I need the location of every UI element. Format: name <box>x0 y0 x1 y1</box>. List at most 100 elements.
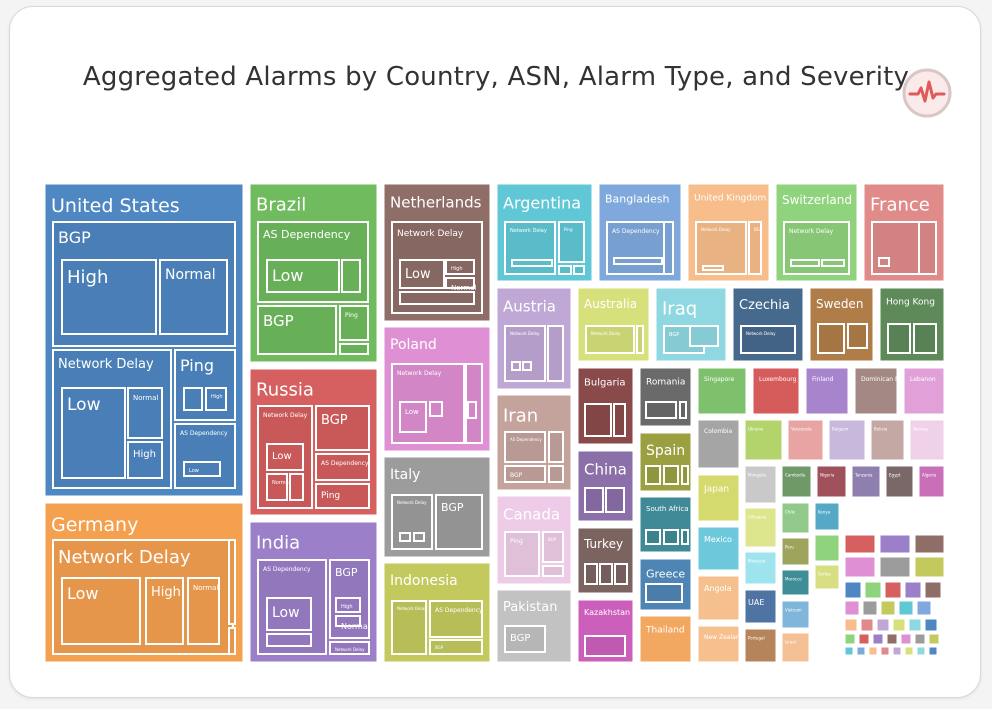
tile-small-30[interactable] <box>928 646 938 656</box>
tile-small-35[interactable] <box>844 556 876 578</box>
tile-small-33[interactable] <box>879 534 911 554</box>
tile-brazil-box-2[interactable] <box>341 259 361 293</box>
tile-italy-box-3[interactable] <box>435 494 483 550</box>
tile-small-6[interactable] <box>862 600 878 616</box>
tile-turkey-box-2[interactable] <box>614 563 628 585</box>
tile-small-27[interactable] <box>892 646 902 656</box>
tile-small-12[interactable] <box>876 618 890 632</box>
tile-netherlands-box-4[interactable] <box>399 291 475 305</box>
tile-small-1[interactable] <box>864 581 882 599</box>
tile-small-5[interactable] <box>844 600 860 616</box>
tile-switzerland-box-2[interactable] <box>821 259 845 267</box>
tile-bulgaria-box-0[interactable] <box>584 403 612 437</box>
tile-greece-box-0[interactable] <box>645 583 683 603</box>
tile-argentina-box-4[interactable] <box>511 259 553 267</box>
tile-small-3[interactable] <box>904 581 922 599</box>
tile-argentina-box-3[interactable] <box>573 265 585 275</box>
tile-kenya[interactable] <box>814 502 840 531</box>
tile-indonesia-box-2[interactable] <box>429 639 483 655</box>
tile-poland-box-1[interactable] <box>399 401 427 433</box>
tile-austria-box-3[interactable] <box>547 325 564 382</box>
tile-peru[interactable] <box>781 537 810 566</box>
tile-czechia-box-0[interactable] <box>740 325 796 354</box>
tile-russia-box-4[interactable] <box>315 405 370 451</box>
tile-united-states-box-1[interactable] <box>61 259 157 335</box>
tile-small-28[interactable] <box>904 646 914 656</box>
tile-canada-box-0[interactable] <box>504 531 540 577</box>
tile-poland-box-4[interactable] <box>467 401 477 419</box>
tile-iran-box-3[interactable] <box>548 465 564 483</box>
tile-small-22[interactable] <box>928 633 940 645</box>
tile-netherlands-box-2[interactable] <box>445 259 475 275</box>
tile-india-box-2[interactable] <box>266 633 312 647</box>
tile-iran-box-0[interactable] <box>504 431 546 463</box>
tile-small-23[interactable] <box>844 646 854 656</box>
tile-turkey-box-0[interactable] <box>584 563 598 585</box>
tile-canada-box-2[interactable] <box>542 565 564 577</box>
tile-small-7[interactable] <box>880 600 896 616</box>
tile-small-19[interactable] <box>886 633 898 645</box>
tile-india-box-4[interactable] <box>335 597 361 613</box>
tile-indonesia-box-1[interactable] <box>429 600 483 638</box>
tile-small-2[interactable] <box>884 581 902 599</box>
tile-united-states-box-8[interactable] <box>183 387 203 411</box>
tile-romania-box-1[interactable] <box>679 401 687 419</box>
tile-uae[interactable] <box>744 589 777 624</box>
tile-small-11[interactable] <box>860 618 874 632</box>
tile-small-9[interactable] <box>916 600 932 616</box>
tile-small-8[interactable] <box>898 600 914 616</box>
tile-small-18[interactable] <box>872 633 884 645</box>
tile-brazil-box-4[interactable] <box>339 305 369 341</box>
tile-small-16[interactable] <box>844 633 856 645</box>
tile-vietnam[interactable] <box>781 600 810 629</box>
tile-portugal[interactable] <box>744 628 777 663</box>
tile-brazil-box-3[interactable] <box>257 305 337 355</box>
tile-canada-box-1[interactable] <box>542 531 564 563</box>
tile-egypt[interactable] <box>885 465 914 498</box>
tile-bolivia[interactable] <box>870 419 905 461</box>
tile-russia-box-6[interactable] <box>315 483 370 509</box>
tile-small-24[interactable] <box>856 646 866 656</box>
tile-sweden-box-1[interactable] <box>847 323 868 349</box>
tile-belgium[interactable] <box>828 419 866 461</box>
tile-argentina-box-2[interactable] <box>558 265 572 275</box>
tile-morocco[interactable] <box>781 569 810 596</box>
tile-sweden-box-0[interactable] <box>817 323 845 354</box>
tile-united-states-box-6[interactable] <box>127 441 163 479</box>
tile-italy-box-0[interactable] <box>391 494 433 550</box>
tile-small-26[interactable] <box>880 646 890 656</box>
tile-thailand[interactable] <box>639 615 692 663</box>
tile-russia-box-3[interactable] <box>289 473 304 501</box>
tile-luxembourg[interactable] <box>752 367 800 415</box>
tile-china-box-1[interactable] <box>605 487 625 513</box>
tile-australia-box-0[interactable] <box>585 325 635 354</box>
tile-singapore[interactable] <box>697 367 747 415</box>
tile-chile[interactable] <box>781 502 810 534</box>
tile-hong-kong-box-1[interactable] <box>913 323 937 354</box>
tile-small-34[interactable] <box>914 534 945 554</box>
tile-small-32[interactable] <box>844 534 876 554</box>
tile-algeria[interactable] <box>918 465 945 498</box>
tile-serbia[interactable] <box>814 564 840 590</box>
tile-small-37[interactable] <box>914 556 945 578</box>
tile-austria-box-1[interactable] <box>511 361 521 371</box>
tile-bulgaria-box-1[interactable] <box>613 403 626 437</box>
tile-france-box-2[interactable] <box>918 221 937 275</box>
tile-tanzania[interactable] <box>851 465 881 498</box>
tile-france-box-1[interactable] <box>878 257 890 267</box>
tile-united-states-box-4[interactable] <box>61 387 126 479</box>
tile-china-box-0[interactable] <box>584 487 604 513</box>
tile-small-21[interactable] <box>914 633 926 645</box>
tile-bangladesh-box-0[interactable] <box>606 221 674 275</box>
tile-angola[interactable] <box>697 575 740 621</box>
tile-india-box-1[interactable] <box>266 597 312 631</box>
tile-south-africa-box-1[interactable] <box>663 529 679 545</box>
tile-russia-box-1[interactable] <box>266 443 304 471</box>
tile-bangladesh-box-1[interactable] <box>613 257 663 265</box>
tile-united-states-box-11[interactable] <box>183 461 221 477</box>
tile-poland-box-2[interactable] <box>429 401 443 417</box>
tile-small-0[interactable] <box>844 581 862 599</box>
tile-small-13[interactable] <box>892 618 906 632</box>
tile-colombia[interactable] <box>697 419 740 469</box>
tile-spain-box-2[interactable] <box>681 465 689 485</box>
